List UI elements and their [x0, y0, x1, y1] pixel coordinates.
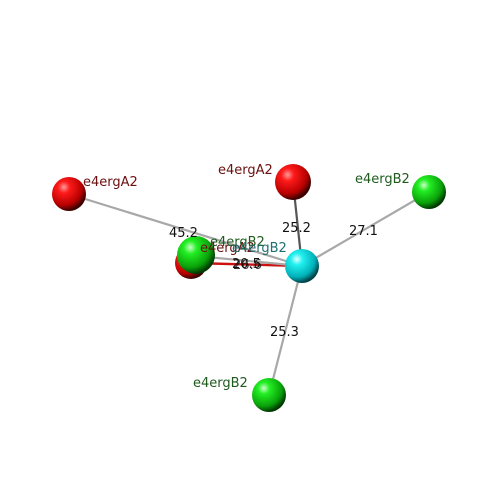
- label-red-top: e4ergA2: [218, 163, 273, 178]
- distance-bottom: 25.3: [270, 325, 299, 340]
- sphere-green-right[interactable]: [412, 175, 446, 209]
- label-red-center: e4ergA2: [200, 241, 255, 256]
- distance-right: 27.1: [349, 224, 378, 239]
- sphere-green-center[interactable]: [177, 236, 215, 274]
- label-green-bottom: e4ergB2: [193, 376, 248, 391]
- label-green-center: e4ergB2: [210, 235, 265, 250]
- sphere-cyan-center[interactable]: [285, 249, 319, 283]
- sphere-red-top[interactable]: [275, 164, 311, 200]
- distance-top: 25.2: [282, 221, 311, 236]
- sphere-green-bottom[interactable]: [252, 378, 286, 412]
- bond-lines: [68, 181, 430, 396]
- bond-left: [68, 192, 303, 268]
- label-cyan-center: e4ergB2: [232, 241, 287, 256]
- label-green-right: e4ergB2: [355, 172, 410, 187]
- sphere-red-left[interactable]: [52, 177, 86, 211]
- distance-center-b: 26.6: [233, 258, 262, 273]
- bond-right: [301, 191, 430, 267]
- distance-left: 45.2: [169, 226, 198, 241]
- label-red-left: e4ergA2: [83, 175, 138, 190]
- bond-bottom: [267, 265, 304, 396]
- distance-center-a: 20.5: [232, 257, 261, 272]
